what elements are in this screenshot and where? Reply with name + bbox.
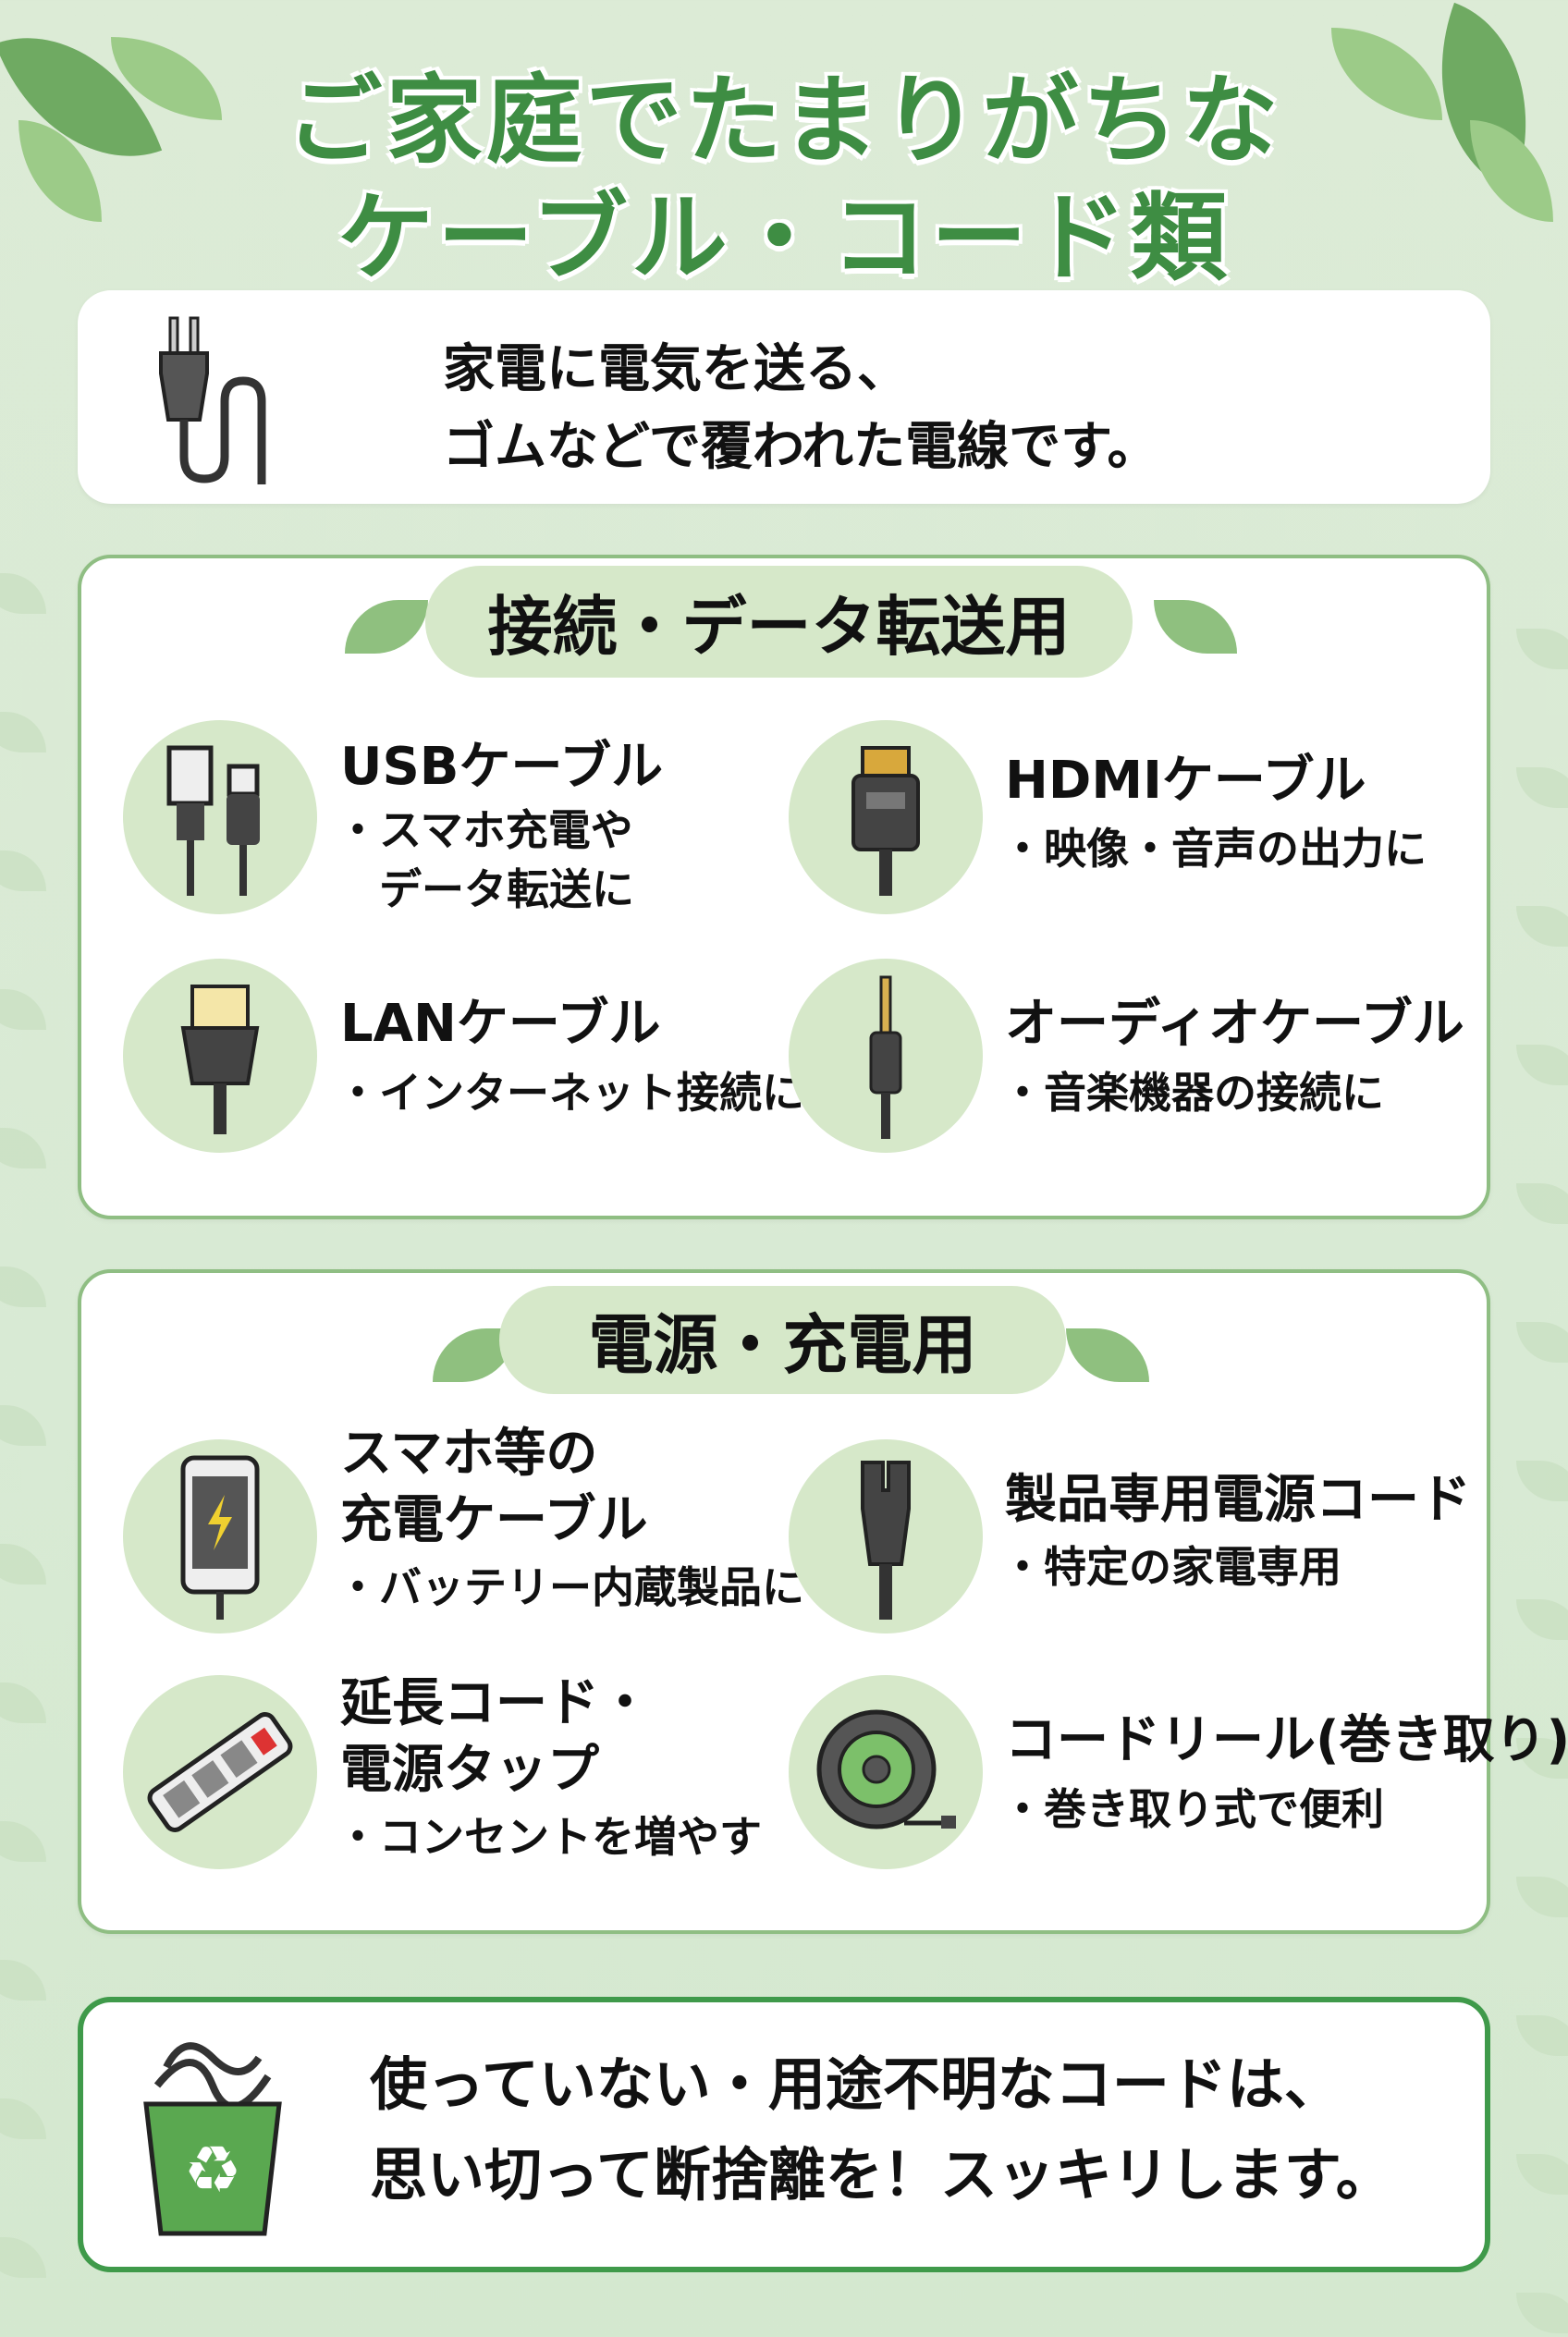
background-leaf [0, 712, 46, 752]
usb-cable-icon [123, 720, 317, 914]
intro-line2: ゴムなどで覆われた電線です。 [443, 417, 1159, 477]
declutter-message: 使っていない・用途不明なコードは、 思い切って断捨離を！スッキリします。 [370, 2039, 1393, 2221]
background-leaf [0, 1682, 46, 1723]
background-leaf [1516, 1461, 1568, 1501]
page-title-line1: ご家庭でたまりがちな [286, 64, 1282, 177]
power-cord-icon [789, 1439, 983, 1633]
background-leaf [1516, 1877, 1568, 1917]
plug-icon [159, 316, 266, 484]
item-description: ・映像・音声の出力に [1001, 824, 1427, 874]
background-leaf [1516, 1045, 1568, 1085]
item-title: LANケーブル [340, 994, 661, 1054]
background-leaf [0, 573, 46, 614]
section-power-charging: 電源・充電用 スマホ等の 充電ケーブル ・バッテリー内蔵製品に 製品専用電源コー… [78, 1269, 1568, 1934]
footer-line1: 使っていない・用途不明なコードは、 [370, 2050, 1341, 2118]
item-title: コードリール(巻き取り) [1005, 1710, 1568, 1770]
audio-cable-icon [789, 959, 983, 1153]
lan-cable-icon [123, 959, 317, 1153]
item-description: ・バッテリー内蔵製品に [337, 1562, 804, 1612]
page-title-line2: ケーブル・コード類 [337, 181, 1231, 294]
item-description: ・インターネット接続に [337, 1068, 804, 1118]
background-leaf [1516, 2293, 1568, 2333]
svg-text:♻: ♻ [184, 2132, 242, 2208]
background-leaf [0, 1266, 46, 1307]
item-description: ・巻き取り式で便利 [1001, 1784, 1384, 1834]
item-description: ・音楽機器の接続に [1001, 1068, 1384, 1118]
background-leaf [0, 1544, 46, 1585]
leaf-icon [1066, 1328, 1149, 1382]
background-leaf [1516, 1183, 1568, 1224]
background-leaf [1516, 2015, 1568, 2056]
leaf-icon [1154, 600, 1237, 654]
background-leaf [1516, 767, 1568, 808]
declutter-tip-card: ♻ 使っていない・用途不明なコードは、 思い切って断捨離を！スッキリします。 [78, 1997, 1490, 2272]
smartphone-charging-icon [123, 1439, 317, 1633]
hdmi-cable-icon [789, 720, 983, 914]
intro-card: 家電に電気を送る、 ゴムなどで覆われた電線です。 [78, 290, 1490, 504]
background-leaf [1516, 906, 1568, 947]
item-title: オーディオケーブル [1005, 994, 1464, 1054]
intro-text: 家電に電気を送る、 ゴムなどで覆われた電線です。 [443, 331, 1158, 486]
background-leaf [0, 1128, 46, 1168]
background-leaf [0, 989, 46, 1030]
item-description: ・特定の家電専用 [1001, 1542, 1341, 1592]
background-leaf [1516, 629, 1568, 669]
recycle-bin-icon: ♻ [143, 2042, 282, 2236]
background-leaf [0, 1821, 46, 1862]
item-description: ・コンセントを増やす [337, 1812, 762, 1862]
section-connection-data: 接続・データ転送用 USBケーブル ・スマホ充電や データ転送に HDMIケーブ… [78, 555, 1490, 1219]
background-leaf [1516, 1599, 1568, 1640]
item-title: 延長コード・ 電源タップ [340, 1673, 651, 1800]
background-leaf [0, 2098, 46, 2139]
background-leaf [1516, 2154, 1568, 2195]
item-title: HDMIケーブル [1005, 751, 1366, 811]
item-title: 製品専用電源コード [1005, 1470, 1471, 1530]
leaf-icon [345, 600, 428, 654]
power-strip-icon [123, 1675, 317, 1869]
intro-line1: 家電に電気を送る、 [443, 339, 909, 399]
background-leaf [1516, 1322, 1568, 1363]
item-title: USBケーブル [340, 737, 664, 797]
background-leaf [0, 850, 46, 891]
item-description: ・スマホ充電や データ転送に [337, 805, 634, 914]
item-title: スマホ等の 充電ケーブル [340, 1424, 648, 1550]
section-heading: 電源・充電用 [499, 1286, 1066, 1394]
background-leaf [0, 2237, 46, 2278]
background-leaf [0, 1405, 46, 1446]
cord-reel-icon [789, 1675, 983, 1869]
background-leaf [0, 1960, 46, 2001]
section-heading: 接続・データ転送用 [425, 566, 1133, 678]
footer-line2: 思い切って断捨離を！スッキリします。 [370, 2141, 1393, 2209]
